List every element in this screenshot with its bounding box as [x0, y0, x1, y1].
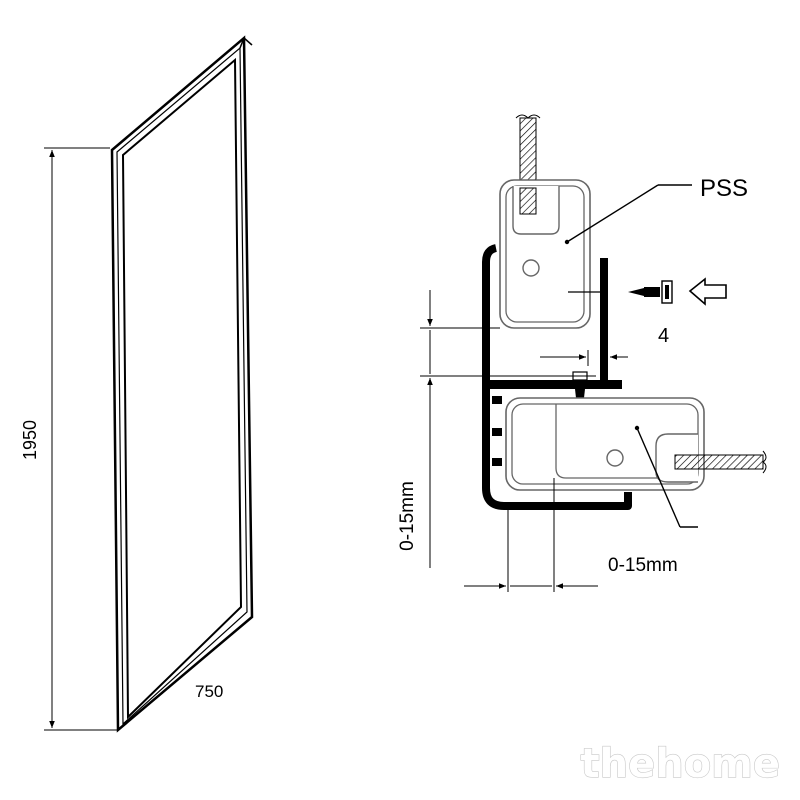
upper-profile — [499, 179, 591, 329]
gap-label: 4 — [658, 325, 669, 347]
horizontal-bar — [486, 380, 622, 389]
width-label: 750 — [195, 682, 223, 701]
push-arrow-icon — [688, 277, 727, 306]
horizontal-adjust-dimension: 0-15mm — [464, 478, 678, 592]
panel-frame-middle — [116, 46, 248, 726]
height-dimension: 1950 — [20, 147, 118, 731]
vertical-adjust-dimension: 0-15mm — [397, 290, 596, 568]
vertical-bar — [600, 258, 608, 382]
height-label: 1950 — [20, 420, 40, 460]
wall-channel — [482, 244, 632, 510]
watermark-logo: thehome — [581, 741, 781, 787]
gap-dimension: 4 — [540, 325, 669, 366]
horizontal-screw — [568, 280, 673, 304]
shower-panel — [110, 35, 254, 733]
panel-frame-inner — [121, 57, 243, 720]
lower-profile — [505, 397, 705, 491]
horizontal-adjust-label: 0-15mm — [608, 555, 678, 576]
lower-callout — [636, 427, 698, 528]
vertical-adjust-label: 0-15mm — [397, 481, 418, 551]
pss-callout: PSS — [566, 175, 748, 243]
pss-label: PSS — [700, 175, 748, 202]
panel-frame-outer — [110, 35, 254, 733]
lower-glass — [674, 450, 767, 474]
